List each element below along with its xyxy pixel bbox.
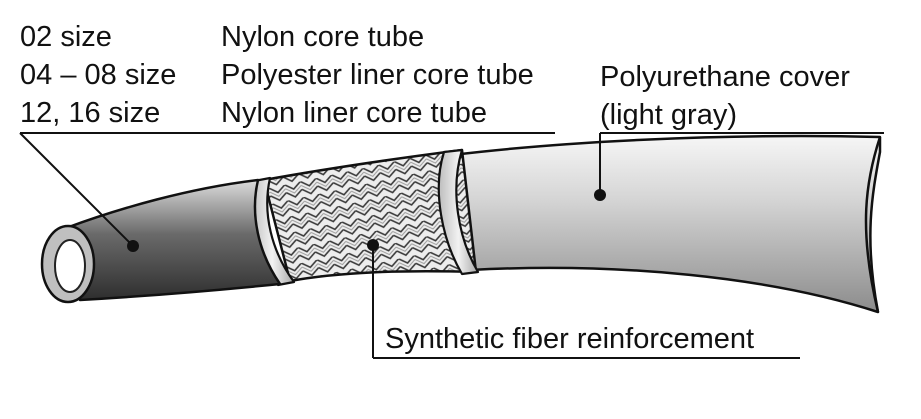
polyurethane-cover [450, 134, 882, 314]
cover-label-line2: (light gray) [600, 99, 737, 131]
fiber-reinforcement-braid [262, 148, 478, 283]
cover-edge-ring [437, 148, 480, 276]
core-tube-size-02: 02 size [20, 21, 112, 53]
core-tube-size-04-08: 04 – 08 size [20, 59, 177, 91]
leader-polyurethane-cover [594, 132, 884, 201]
core-tube-size-12-16: 12, 16 size [20, 97, 161, 129]
cover-cut-end [864, 136, 882, 313]
core-tube-material-04-08: Polyester liner core tube [221, 59, 534, 91]
reinforcement-label: Synthetic fiber reinforcement [385, 323, 755, 355]
core-tube-material-12-16: Nylon liner core tube [221, 97, 487, 129]
core-tube-material-02: Nylon core tube [221, 21, 425, 53]
leader-fiber-reinforcement [367, 239, 800, 359]
cover-label-line1: Polyurethane cover [600, 61, 850, 93]
core-tube [64, 178, 282, 302]
leader-core-tube [19, 132, 555, 252]
core-tube-bore [54, 239, 86, 293]
